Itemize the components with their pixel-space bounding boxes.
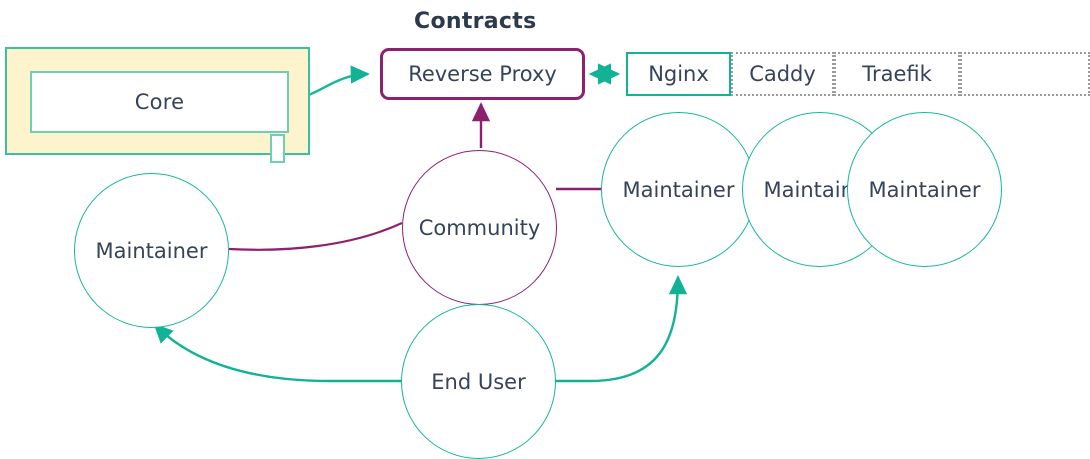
node-community[interactable]: Community [402,150,557,305]
page-title: Contracts [414,9,537,34]
node-maintainer-3[interactable]: Maintainer [847,112,1002,267]
reverse-proxy-label: Reverse Proxy [408,62,557,86]
node-maintainer-left[interactable]: Maintainer [74,173,229,328]
option-empty[interactable] [960,52,1090,96]
node-end-user-label: End User [431,369,526,394]
option-traefik-label: Traefik [862,62,932,86]
node-maintainer-left-label: Maintainer [95,238,208,263]
option-caddy[interactable]: Caddy [731,52,834,96]
option-caddy-label: Caddy [749,62,816,86]
core-group: Core [5,47,310,163]
edge-community-to-maintainer-left [228,222,403,251]
node-maintainer-1[interactable]: Maintainer [601,112,756,267]
edge-end-user-to-maintainer-1 [556,275,688,383]
node-end-user[interactable]: End User [401,304,556,459]
reverse-proxy-node[interactable]: Reverse Proxy [380,48,585,100]
option-nginx[interactable]: Nginx [626,52,731,96]
node-maintainer-1-label: Maintainer [622,177,735,202]
core-label: Core [134,90,185,114]
option-nginx-label: Nginx [648,62,709,86]
edge-end-user-to-maintainer-left [153,323,402,383]
core-node[interactable]: Core [30,71,289,133]
option-traefik[interactable]: Traefik [834,52,960,96]
node-community-label: Community [418,215,541,240]
core-port[interactable] [270,134,285,163]
node-maintainer-3-label: Maintainer [868,177,981,202]
